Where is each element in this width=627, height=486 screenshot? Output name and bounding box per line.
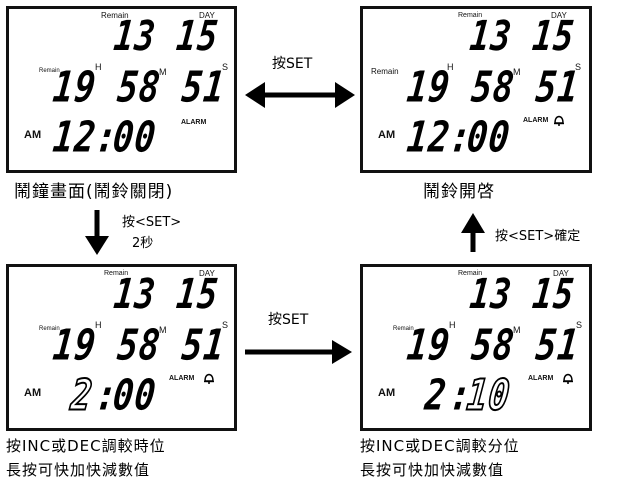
up-arrow-icon <box>461 213 485 252</box>
arrow-label-down-line1: 按<SET> <box>122 215 182 230</box>
hour-unit-label: H <box>95 320 102 330</box>
day-label: DAY <box>199 269 215 278</box>
remain-label-top: Remain <box>458 270 483 277</box>
bell-icon <box>554 115 564 126</box>
down-arrow-icon <box>85 210 109 255</box>
day-label: DAY <box>199 11 215 20</box>
second-unit-label: S <box>576 320 583 330</box>
caption-alarm-on: 鬧鈴開啓 <box>423 182 495 202</box>
arrow-label-top: 按SET <box>272 56 313 72</box>
minute-unit-label: M <box>513 67 521 77</box>
am-indicator: AM <box>24 129 42 141</box>
alarm-indicator: ALARM <box>181 119 207 126</box>
second-unit-label: S <box>222 62 229 72</box>
hour-unit-label: H <box>447 62 454 72</box>
bell-icon <box>563 373 573 384</box>
am-indicator: AM <box>378 387 396 399</box>
bell-icon <box>204 373 214 384</box>
caption-set-hour-line1: 按INC或DEC調較時位 <box>6 437 166 455</box>
remain-label-mid: Remain <box>393 326 414 332</box>
caption-set-minute-line1: 按INC或DEC調較分位 <box>360 437 520 455</box>
arrow-label-down-line2: 2秒 <box>132 236 154 251</box>
hour-unit-label: H <box>449 320 456 330</box>
alarm-indicator: ALARM <box>528 375 554 382</box>
right-arrow-icon <box>245 340 352 364</box>
am-indicator: AM <box>24 387 42 399</box>
double-arrow-icon <box>245 82 355 108</box>
alarm-indicator: ALARM <box>169 375 195 382</box>
remain-label-mid: Remain <box>371 67 399 76</box>
alarm-indicator: ALARM <box>523 117 549 124</box>
minute-unit-label: M <box>159 325 167 335</box>
lcd-panel-alarm-off: Remain DAY 13 15 Remain H M S 19 58 51 A… <box>6 6 237 173</box>
caption-set-hour-line2: 長按可快加快減數值 <box>6 461 151 479</box>
day-label: DAY <box>553 269 569 278</box>
second-unit-label: S <box>575 62 582 72</box>
remain-label-mid: Remain <box>39 68 60 74</box>
remain-label-top: Remain <box>104 270 129 277</box>
minute-unit-label: M <box>159 67 167 77</box>
remain-label-top: Remain <box>458 12 483 19</box>
am-indicator: AM <box>378 129 396 141</box>
minute-unit-label: M <box>513 325 521 335</box>
lcd-panel-alarm-on: Remain DAY 13 15 Remain H M S 19 58 51 A… <box>360 6 592 173</box>
hour-unit-label: H <box>95 62 102 72</box>
caption-alarm-off: 鬧鐘畫面(鬧鈴關閉) <box>14 182 174 202</box>
arrow-label-bottom: 按SET <box>268 312 309 328</box>
lcd-panel-set-hour: Remain DAY 13 15 Remain H M S 19 58 51 A… <box>6 264 237 431</box>
remain-label-mid: Remain <box>39 326 60 332</box>
second-unit-label: S <box>222 320 229 330</box>
day-label: DAY <box>551 11 567 20</box>
lcd-panel-set-minute: Remain DAY 13 15 Remain H M S 19 58 51 A… <box>360 264 592 431</box>
remain-label-top: Remain <box>101 11 129 20</box>
caption-set-minute-line2: 長按可快加快減數值 <box>360 461 505 479</box>
arrow-label-up: 按<SET>確定 <box>495 229 581 244</box>
